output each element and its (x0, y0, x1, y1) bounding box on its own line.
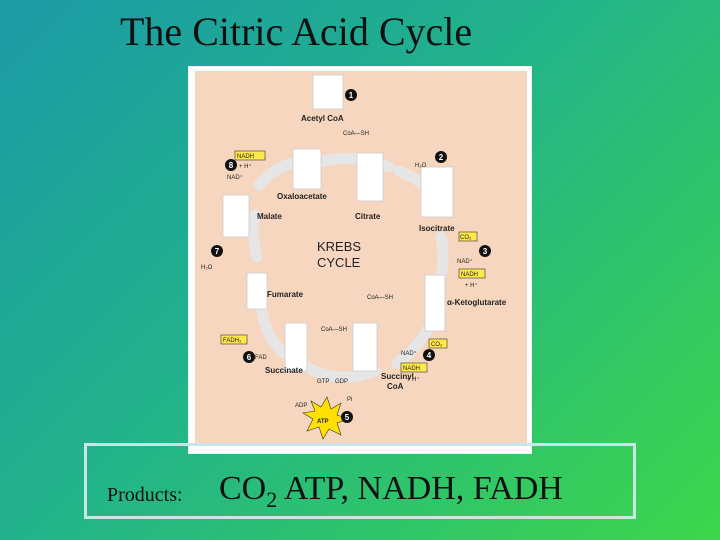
label-isocitrate: Isocitrate (419, 224, 455, 233)
atp-burst (302, 396, 350, 440)
label-succinyl-coa: CoA (387, 382, 404, 391)
products-co: CO (219, 470, 267, 507)
label-nad-8: NAD⁺ (227, 174, 243, 181)
label-atp: ATP (317, 419, 329, 425)
step-number-2: 2 (439, 153, 444, 162)
label-h2o-7: H₂O (201, 265, 213, 271)
label-oxaloacetate: Oxaloacetate (277, 192, 327, 201)
label-nadh-3: NADH (461, 272, 478, 278)
products-co-subscript: 2 (266, 487, 278, 512)
isocitrate-structure (420, 166, 454, 218)
step-circle-3 (479, 245, 491, 257)
label-h-4: + H⁺ (407, 376, 420, 383)
arrow-step-8 (253, 157, 299, 191)
step-number-4: 4 (427, 351, 432, 360)
label-malate: Malate (257, 212, 282, 221)
succinyl-coa-structure (352, 322, 378, 372)
label-fad: FAD (255, 355, 267, 361)
krebs-cycle-diagram: 1 2 3 4 5 6 7 8 KREBS CYCLE Acetyl CoA O… (188, 66, 532, 454)
label-gtp: GTP (317, 379, 329, 385)
fadh2-box (220, 334, 248, 345)
page-title: The Citric Acid Cycle (120, 9, 473, 54)
arrow-step-7 (247, 209, 263, 263)
nadh-box-3 (458, 268, 486, 279)
label-nad-4: NAD⁺ (401, 350, 417, 357)
oxaloacetate-structure (292, 148, 322, 190)
label-fadh2: FADH₂ (223, 338, 242, 344)
label-citrate: Citrate (355, 212, 381, 221)
step-number-1: 1 (349, 91, 354, 100)
label-fumarate: Fumarate (267, 290, 304, 299)
center-label-krebs: KREBS (317, 239, 361, 254)
step-number-5: 5 (345, 413, 350, 422)
label-co2-3: CO₂ (460, 235, 472, 241)
step-circle-6 (243, 351, 255, 363)
label-coa-sh-1: CoA—SH (343, 131, 369, 137)
co2-box-4 (428, 338, 448, 349)
label-nadh-4: NADH (403, 366, 420, 372)
label-h2o-2: H₂O (415, 163, 427, 169)
acetyl-coa-structure (312, 74, 344, 110)
label-adp: ADP (295, 403, 307, 409)
alpha-ketoglutarate-structure (424, 274, 446, 332)
label-succinate: Succinate (265, 366, 303, 375)
label-h-8: + H⁺ (239, 163, 252, 170)
step-number-6: 6 (247, 353, 252, 362)
label-pi: Pi (347, 397, 352, 403)
step-number-8: 8 (229, 161, 234, 170)
label-alpha-ketoglutarate: α-Ketoglutarate (447, 298, 507, 307)
label-coa-sh-5: CoA—SH (321, 327, 347, 333)
diagram-background (195, 71, 527, 445)
krebs-cycle-svg: 1 2 3 4 5 6 7 8 KREBS CYCLE Acetyl CoA O… (195, 71, 527, 445)
label-nadh-8: NADH (237, 154, 254, 160)
step-circle-7 (211, 245, 223, 257)
label-succinyl: Succinyl (381, 372, 414, 381)
arrow-step-5 (301, 361, 381, 383)
malate-structure (222, 194, 250, 238)
step-circle-1 (345, 89, 357, 101)
step-circle-2 (435, 151, 447, 163)
citrate-structure (356, 152, 384, 202)
label-h-3: + H⁺ (465, 282, 478, 289)
step-circle-5 (341, 411, 353, 423)
products-rest: ATP, NADH, FADH (277, 470, 563, 507)
step-circle-8 (225, 159, 237, 171)
label-nad-3: NAD⁺ (457, 258, 473, 265)
step-number-7: 7 (215, 247, 220, 256)
step-number-3: 3 (483, 247, 488, 256)
co2-box-3 (458, 231, 478, 242)
label-acetyl-coa: Acetyl CoA (301, 114, 344, 123)
products-list: CO2 ATP, NADH, FADH (219, 470, 563, 513)
nadh-box-8 (234, 150, 266, 161)
center-label-cycle: CYCLE (317, 255, 361, 270)
succinate-structure (284, 322, 308, 372)
fumarate-structure (246, 272, 268, 310)
nadh-box-4 (400, 362, 428, 373)
label-coa-sh-4: CoA—SH (367, 295, 393, 301)
label-co2-4: CO₂ (431, 342, 443, 348)
products-label: Products: (107, 484, 183, 506)
step-circle-4 (423, 349, 435, 361)
label-gdp: GDP (335, 379, 348, 385)
products-box: Products: CO2 ATP, NADH, FADH (84, 443, 636, 519)
